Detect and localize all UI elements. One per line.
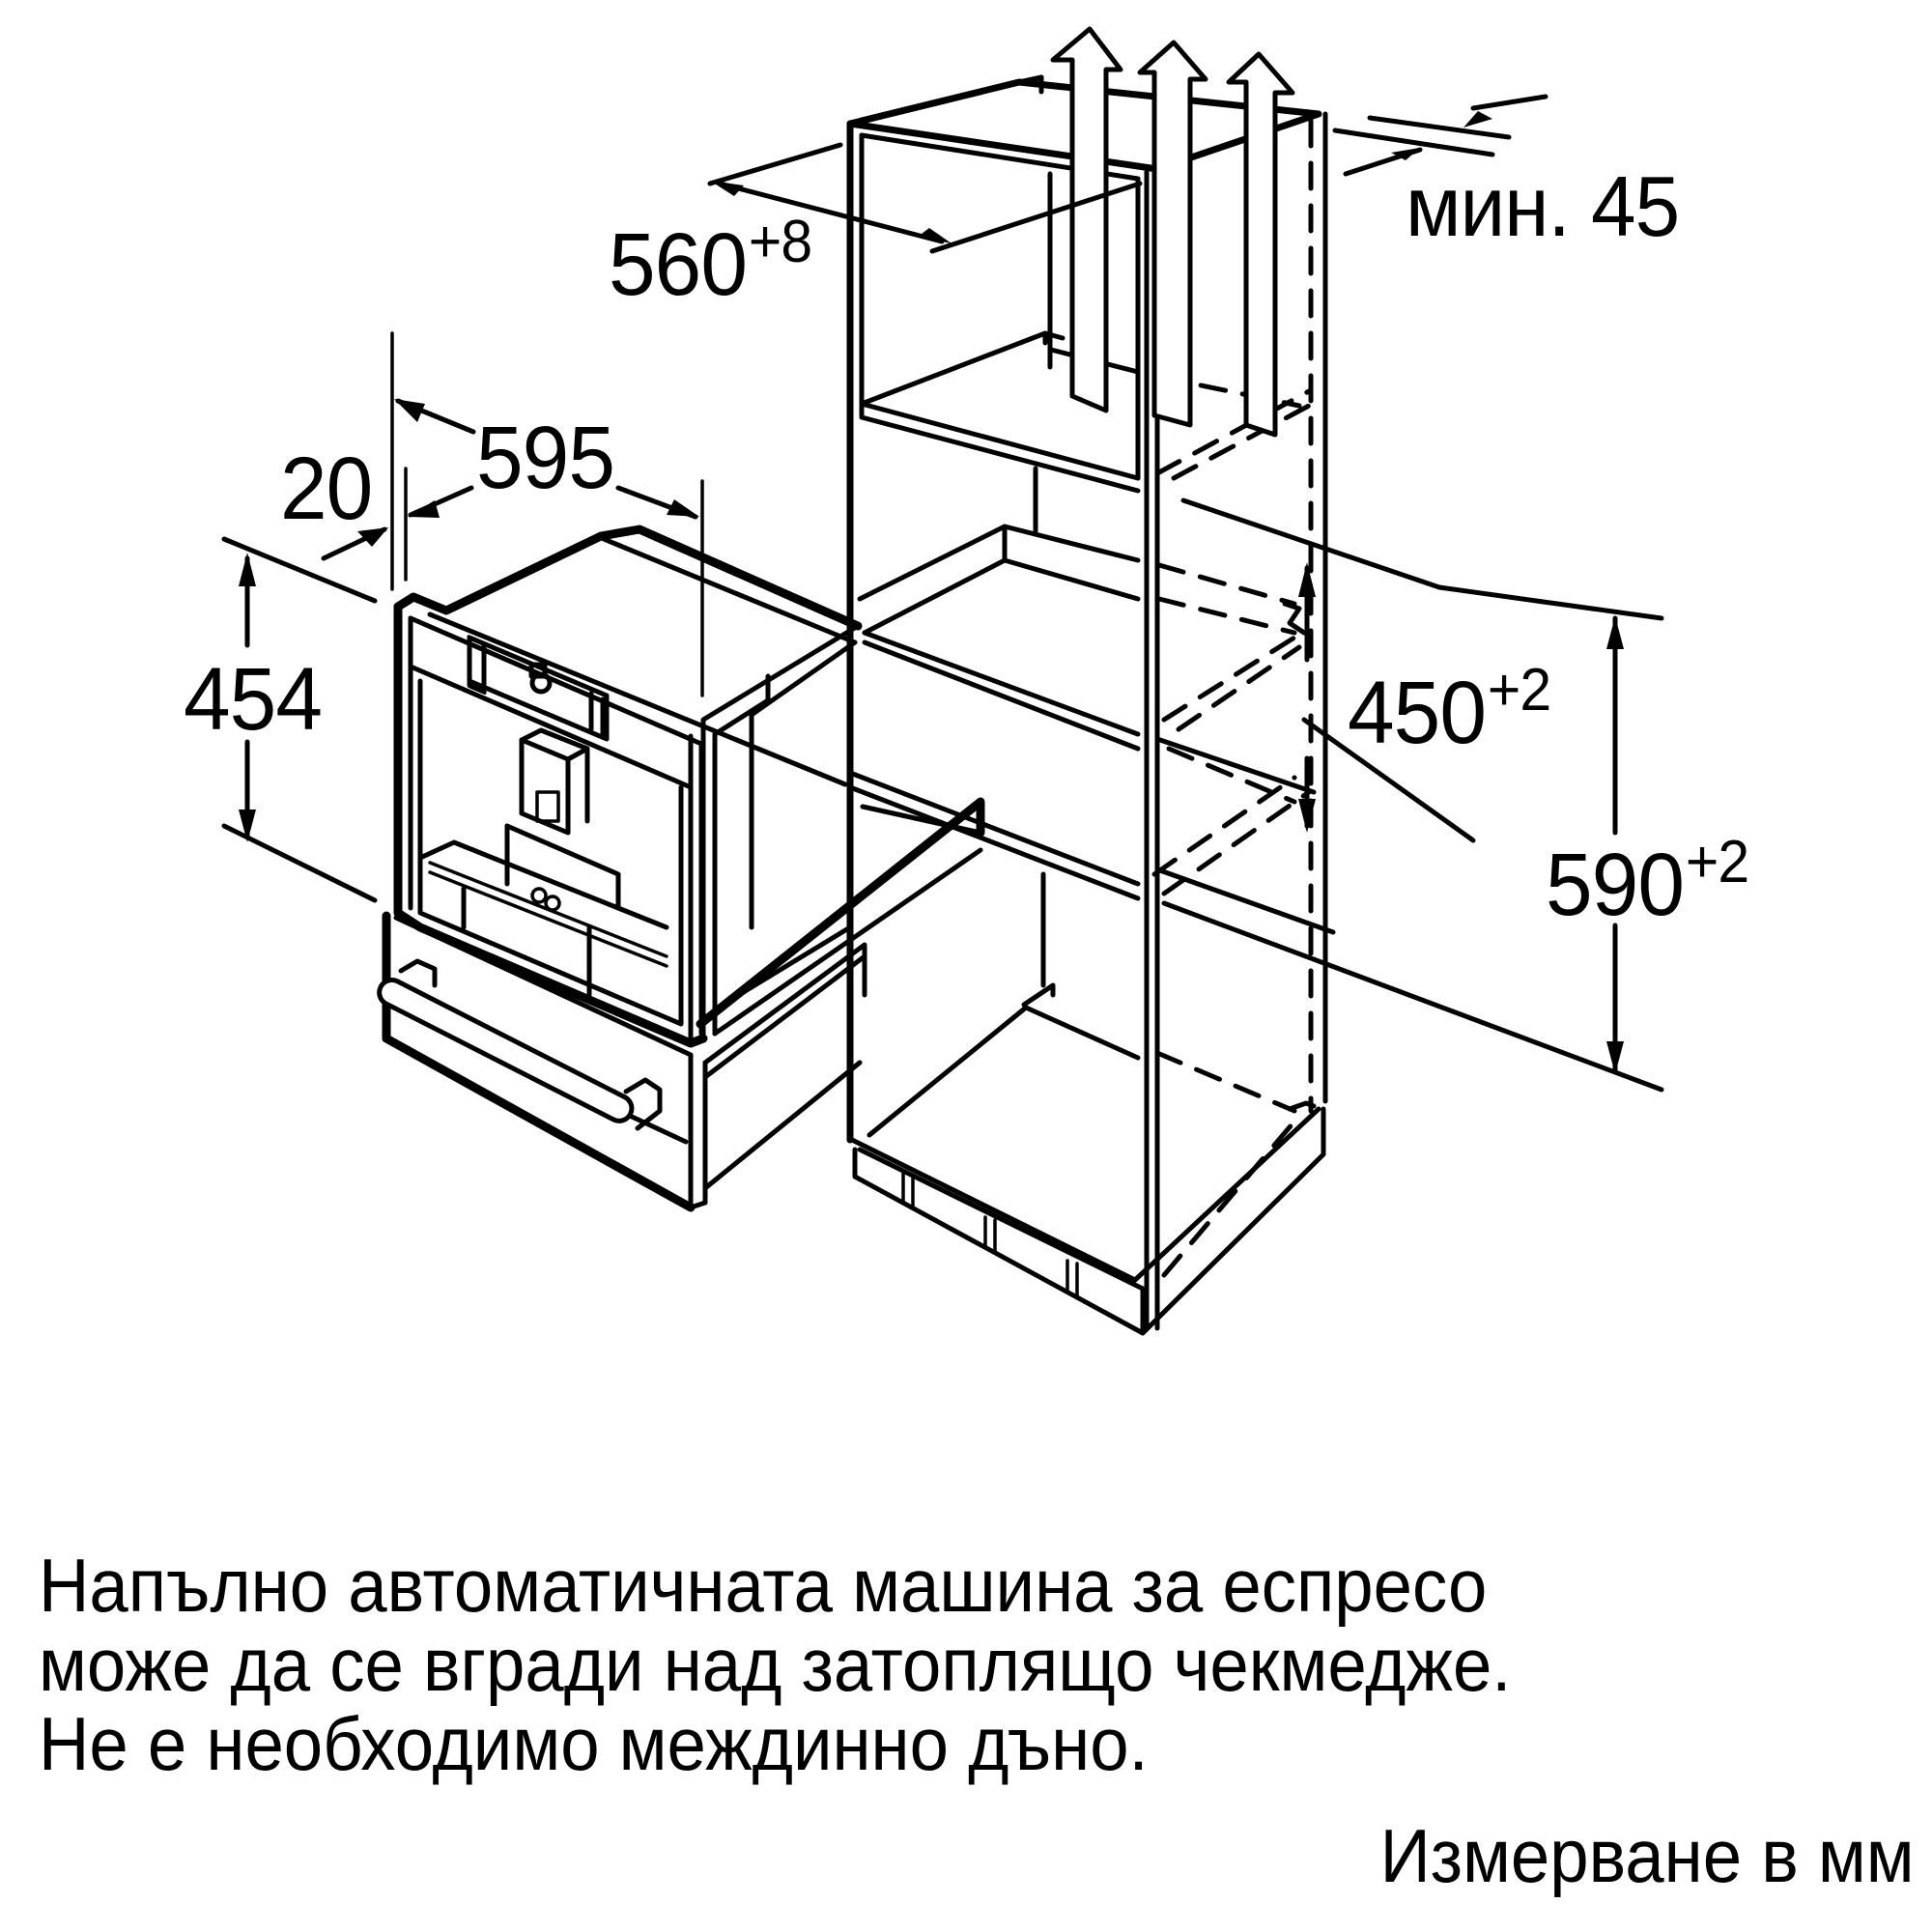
warming-drawer: [377, 797, 985, 1212]
dimension-560: [707, 142, 1143, 254]
dimension-595: [390, 331, 704, 697]
airflow-arrows: [1050, 26, 1295, 438]
unit-note: Измерване в мм: [1379, 1813, 1915, 1898]
dimension-20: [321, 526, 388, 561]
label-min-gap: мин. 45: [1406, 158, 1680, 254]
label-niche-depth: 560+8: [609, 209, 812, 314]
label-front-offset: 20: [280, 440, 373, 538]
dimension-454: [221, 536, 378, 903]
installation-drawing: [221, 26, 1664, 1336]
label-appliance-height: 454: [184, 650, 323, 749]
tolerance: +8: [748, 209, 812, 275]
dimension-590: [1161, 584, 1664, 1093]
caption-line: може да се вгради над затоплящо чекмедже…: [39, 1622, 1512, 1707]
caption-line: Не е необходимо междинно дъно.: [39, 1701, 1149, 1786]
airflow-arrow-icon: [1226, 51, 1295, 438]
tolerance: +2: [1685, 829, 1749, 895]
tolerance: +2: [1487, 657, 1551, 724]
coffee-machine: [393, 525, 863, 1048]
label-niche-height-total: 590+2: [1546, 829, 1749, 934]
label-appliance-width: 595: [476, 409, 615, 507]
caption-line: Напълно автоматичната машина за еспресо: [39, 1543, 1488, 1628]
dimension-450: [1180, 497, 1476, 843]
airflow-arrow-icon: [1050, 26, 1123, 413]
airflow-arrow-icon: [1137, 40, 1208, 428]
dimension-min-45: [1332, 94, 1548, 177]
caption: Напълно автоматичната машина за еспресо …: [39, 1546, 1511, 1783]
tall-cabinet: [846, 74, 1336, 1336]
label-niche-height-upper: 450+2: [1348, 657, 1551, 762]
